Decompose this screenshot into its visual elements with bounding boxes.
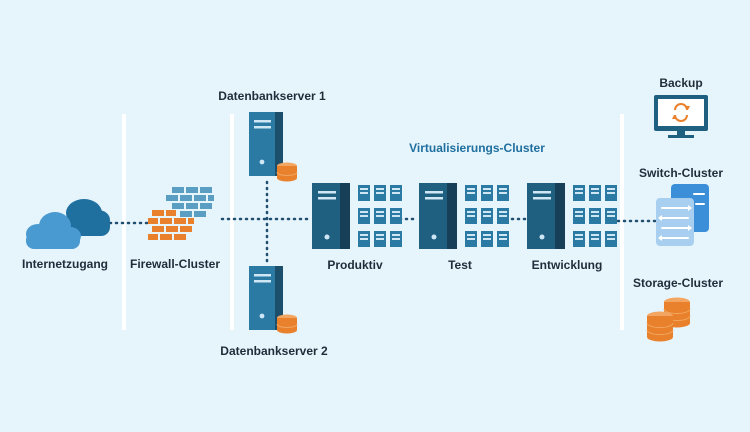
server-rack-icon-development [527, 183, 617, 249]
database-stack-icon [646, 297, 691, 342]
cloud-icon [26, 199, 110, 249]
label-switch-cluster: Switch-Cluster [638, 166, 724, 180]
label-test: Test [448, 258, 472, 272]
divider-left [122, 114, 126, 330]
label-firewall: Firewall-Cluster [129, 257, 221, 271]
label-productive: Produktiv [327, 258, 383, 272]
label-development: Entwicklung [531, 258, 603, 272]
label-db-server-1: Datenbankserver 1 [218, 89, 326, 103]
label-internet: Internetzugang [22, 257, 108, 271]
label-db-server-2: Datenbankserver 2 [220, 344, 328, 358]
server-rack-icon-test [419, 183, 509, 249]
label-backup: Backup [659, 76, 703, 90]
divider-right [620, 114, 624, 330]
brick-wall-icon [148, 187, 214, 240]
label-storage-cluster: Storage-Cluster [632, 276, 724, 290]
monitor-sync-icon [654, 95, 708, 138]
server-tower-with-database-icon [249, 112, 298, 182]
server-tower-with-database-icon [249, 266, 298, 334]
network-switch-icon [656, 184, 709, 246]
divider-middle [230, 114, 234, 330]
server-rack-icon-productive [312, 183, 402, 249]
label-virtualization-cluster: Virtualisierungs-Cluster [409, 141, 545, 155]
